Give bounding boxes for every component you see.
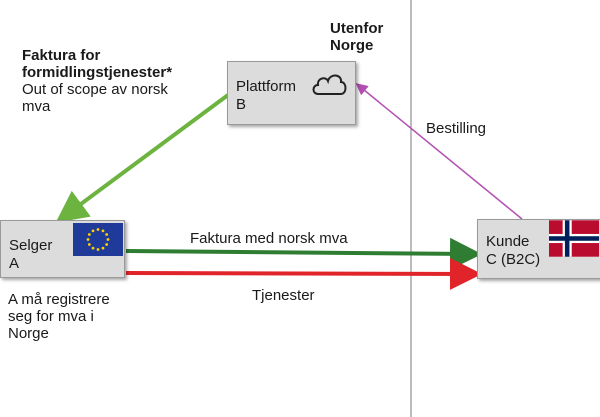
arrow-invoice-fees xyxy=(55,93,230,223)
platform-box: Plattform B xyxy=(227,61,356,125)
eu-flag-icon xyxy=(73,223,123,256)
customer-id: C (B2C) xyxy=(486,251,541,268)
outside-norway-label: Utenfor Norge xyxy=(330,20,384,54)
services-label: Tjenester xyxy=(252,287,315,304)
customer-name: Kunde xyxy=(486,233,530,250)
seller-registration-note: A må registrere seg for mva i Norge xyxy=(8,291,110,342)
platform-id: B xyxy=(236,96,247,113)
platform-name: Plattform xyxy=(236,78,297,95)
invoice-vat-label: Faktura med norsk mva xyxy=(190,230,348,247)
arrow-order xyxy=(355,83,523,220)
cloud-icon xyxy=(312,74,347,95)
customer-box: Kunde C (B2C) xyxy=(477,219,600,279)
order-label: Bestilling xyxy=(426,120,487,137)
seller-name: Selger xyxy=(9,237,53,254)
arrow-services xyxy=(125,257,482,290)
invoice-fees-label: Faktura for formidlingstjenester* Out of… xyxy=(22,47,173,115)
arrow-invoice-vat xyxy=(125,237,482,270)
seller-box: Selger A xyxy=(0,220,125,278)
seller-id: A xyxy=(9,255,20,272)
norway-flag-icon xyxy=(549,220,599,257)
